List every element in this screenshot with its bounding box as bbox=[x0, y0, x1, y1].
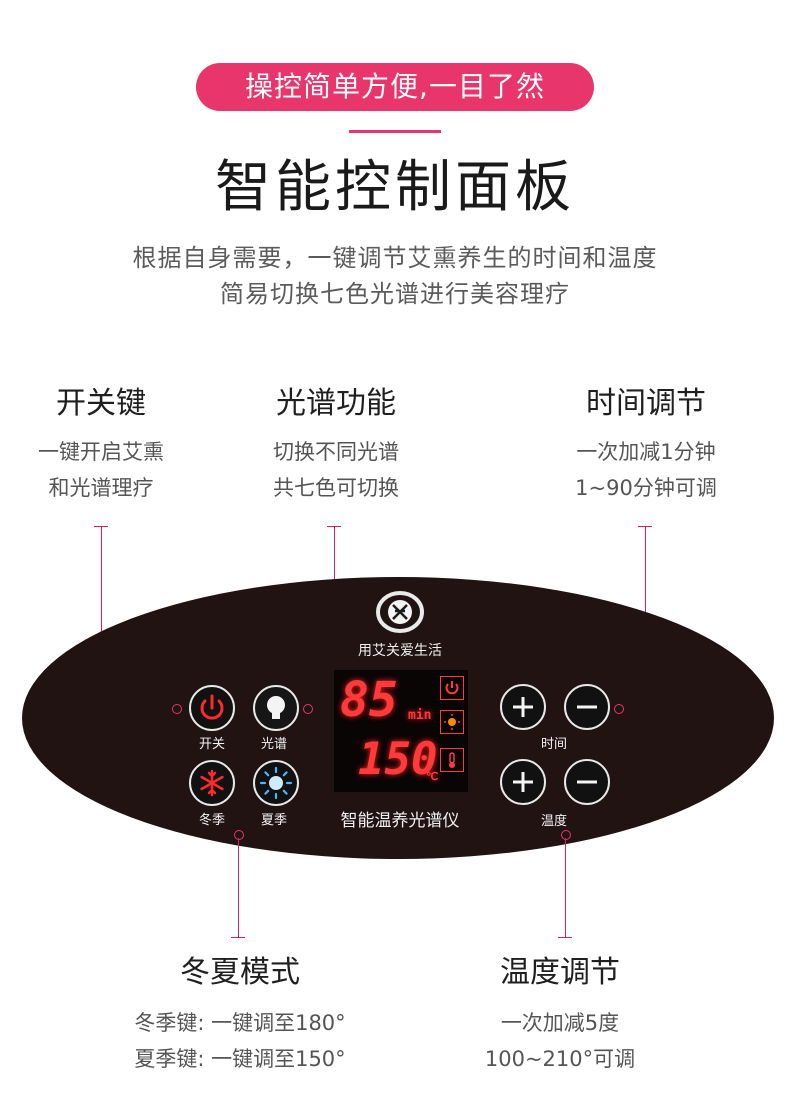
led-display: 85 min 150 ℃ bbox=[334, 670, 468, 792]
brand-logo bbox=[373, 590, 427, 634]
summer-label: 夏季 bbox=[260, 813, 287, 828]
minutes-unit: min bbox=[408, 708, 432, 723]
feature-time-desc-2: 1~90分钟可调 bbox=[575, 476, 717, 500]
connector-dot bbox=[234, 830, 244, 840]
spectrum-label: 光谱 bbox=[260, 737, 287, 752]
feature-temp-desc-1: 一次加减5度 bbox=[500, 1011, 620, 1035]
summer-button[interactable] bbox=[253, 760, 299, 806]
bulb-icon bbox=[267, 696, 285, 719]
subtitle-line-2: 简易切换七色光谱进行美容理疗 bbox=[220, 280, 570, 308]
temperature-unit: ℃ bbox=[426, 770, 439, 783]
snowflake-icon bbox=[200, 769, 224, 797]
connector-cap bbox=[231, 937, 245, 938]
winter-button[interactable] bbox=[189, 760, 235, 806]
temp-label: 温度 bbox=[540, 814, 567, 829]
feature-power-title: 开关键 bbox=[56, 386, 146, 421]
time-plus-button[interactable] bbox=[500, 684, 546, 730]
power-label: 开关 bbox=[198, 737, 225, 752]
connector-line bbox=[101, 526, 102, 708]
brand-caption: 用艾关爱生活 bbox=[358, 643, 442, 659]
winter-label: 冬季 bbox=[198, 813, 225, 828]
connector-dot bbox=[172, 704, 182, 714]
plus-icon bbox=[513, 772, 533, 792]
connector-dot bbox=[303, 704, 313, 714]
sun-icon bbox=[259, 766, 293, 800]
feature-temp: 温度调节 一次加减5度 100~210°可调 bbox=[440, 953, 680, 1077]
minus-icon bbox=[577, 780, 597, 784]
light-indicator-icon bbox=[440, 710, 464, 734]
header-banner: 操控简单方便,一目了然 bbox=[196, 63, 594, 111]
power-button[interactable] bbox=[189, 685, 235, 731]
feature-time-title: 时间调节 bbox=[586, 386, 706, 421]
connector-line bbox=[238, 838, 239, 938]
feature-power-desc-2: 和光谱理疗 bbox=[48, 476, 154, 500]
subtitle-line-1: 根据自身需要，一键调节艾熏养生的时间和温度 bbox=[132, 244, 658, 272]
plus-icon bbox=[513, 697, 533, 717]
feature-temp-desc-2: 100~210°可调 bbox=[484, 1047, 636, 1071]
minus-icon bbox=[577, 705, 597, 709]
feature-season: 冬夏模式 冬季键: 一键调至180° 夏季键: 一键调至150° bbox=[90, 953, 390, 1077]
time-label: 时间 bbox=[540, 737, 567, 752]
feature-time-desc-1: 一次加减1分钟 bbox=[576, 440, 716, 464]
power-icon bbox=[200, 694, 224, 720]
page-title: 智能控制面板 bbox=[215, 155, 575, 220]
feature-temp-title: 温度调节 bbox=[500, 955, 620, 990]
connector-dot bbox=[561, 830, 571, 840]
connector-line bbox=[565, 838, 566, 938]
feature-season-title: 冬夏模式 bbox=[180, 955, 300, 990]
temp-plus-button[interactable] bbox=[500, 759, 546, 805]
minutes-readout: 85 bbox=[340, 672, 398, 728]
feature-spectrum-desc-1: 切换不同光谱 bbox=[273, 440, 399, 464]
product-caption: 智能温养光谱仪 bbox=[340, 811, 460, 831]
connector-cap bbox=[558, 937, 572, 938]
feature-spectrum-desc-2: 共七色可切换 bbox=[273, 476, 399, 500]
feature-season-desc-2: 夏季键: 一键调至150° bbox=[134, 1047, 346, 1071]
temperature-readout: 150 bbox=[358, 734, 438, 785]
time-minus-button[interactable] bbox=[564, 684, 610, 730]
feature-time: 时间调节 一次加减1分钟 1~90分钟可调 bbox=[531, 384, 761, 506]
power-indicator-icon bbox=[440, 676, 464, 700]
feature-spectrum-title: 光谱功能 bbox=[276, 386, 396, 421]
spectrum-button[interactable] bbox=[253, 685, 299, 731]
thermometer-indicator-icon bbox=[440, 748, 464, 772]
temp-minus-button[interactable] bbox=[564, 759, 610, 805]
feature-power-desc-1: 一键开启艾熏 bbox=[38, 440, 164, 464]
connector-dot bbox=[614, 704, 624, 714]
feature-spectrum: 光谱功能 切换不同光谱 共七色可切换 bbox=[221, 384, 451, 506]
feature-season-desc-1: 冬季键: 一键调至180° bbox=[134, 1011, 346, 1035]
title-divider bbox=[349, 130, 441, 133]
feature-power: 开关键 一键开启艾熏 和光谱理疗 bbox=[0, 384, 216, 506]
